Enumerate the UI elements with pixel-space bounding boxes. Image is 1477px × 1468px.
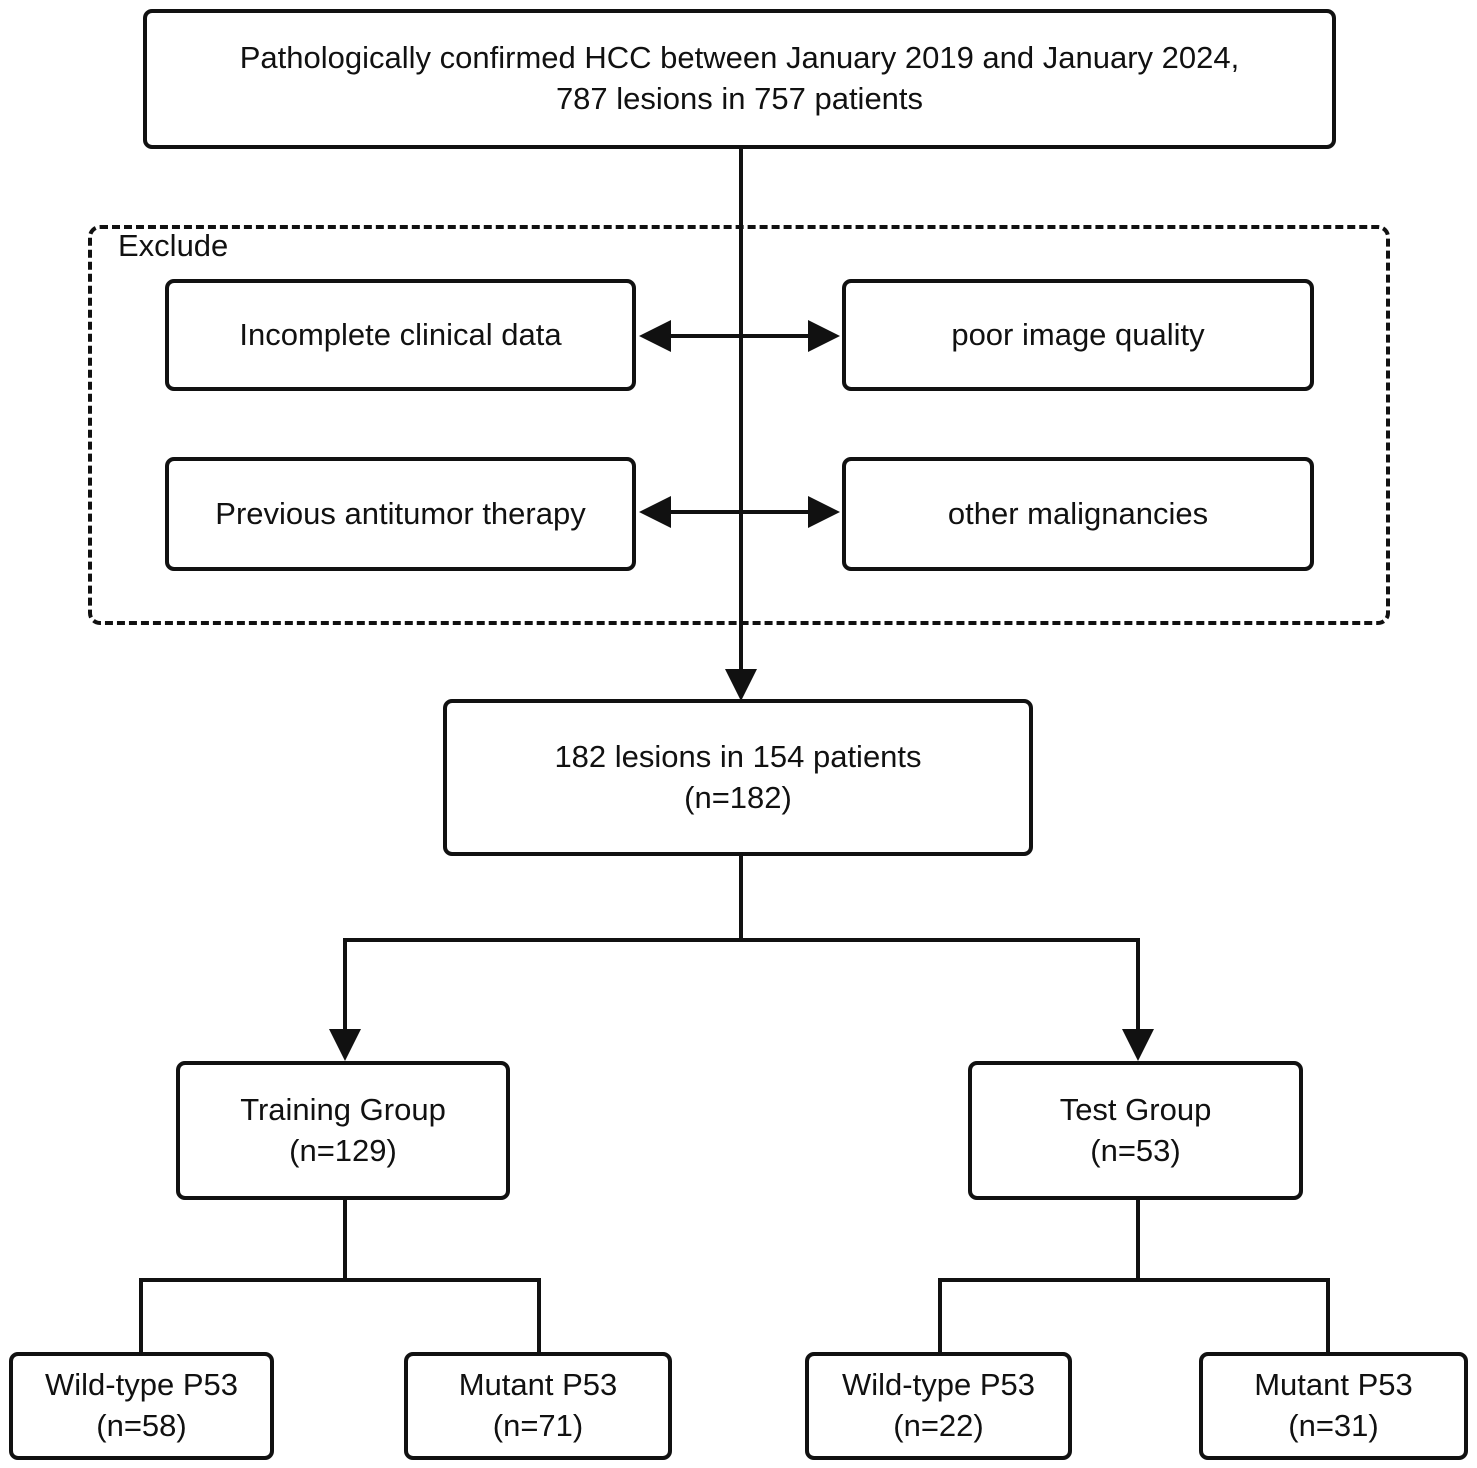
exclude-malignancies-text: other malignancies <box>947 495 1209 531</box>
training-group-box: Training Group (n=129) <box>176 1061 510 1200</box>
test-mutant-count: (n=31) <box>1288 1408 1379 1443</box>
start-line1: Pathologically confirmed HCC between Jan… <box>239 40 1240 76</box>
exclude-antitumor-text: Previous antitumor therapy <box>215 495 586 531</box>
training-group-count: (n=129) <box>289 1132 397 1168</box>
included-line2: (n=182) <box>684 779 792 815</box>
exclude-frame <box>88 225 1390 625</box>
training-wild-type-count: (n=58) <box>96 1408 187 1443</box>
exclude-label: Exclude <box>118 228 229 263</box>
start-line2: 787 lesions in 757 patients <box>555 81 924 116</box>
test-group-box: Test Group (n=53) <box>968 1061 1303 1200</box>
training-wild-type-title: Wild-type P53 <box>45 1367 238 1403</box>
training-wild-type-box: Wild-type P53 (n=58) <box>9 1352 274 1460</box>
test-group-count: (n=53) <box>1090 1132 1181 1168</box>
test-wild-type-box: Wild-type P53 (n=22) <box>805 1352 1072 1460</box>
test-mutant-title: Mutant P53 <box>1254 1367 1413 1403</box>
split-connector <box>343 855 743 1032</box>
training-mutant-count: (n=71) <box>492 1408 584 1443</box>
split-connector-right <box>741 938 1140 1032</box>
test-mutant-box: Mutant P53 (n=31) <box>1199 1352 1468 1460</box>
training-mutant-title: Mutant P53 <box>458 1367 618 1403</box>
training-split <box>139 1198 541 1352</box>
training-group-title: Training Group <box>240 1091 446 1127</box>
training-mutant-box: Mutant P53 (n=71) <box>404 1352 672 1460</box>
test-wild-type-title: Wild-type P53 <box>842 1367 1035 1403</box>
test-split <box>938 1198 1330 1352</box>
exclude-incomplete-data-box: Incomplete clinical data <box>165 279 636 391</box>
exclude-poor-quality-text: poor image quality <box>951 316 1205 352</box>
included-line1: 182 lesions in 154 patients <box>554 738 922 774</box>
test-wild-type-count: (n=22) <box>893 1408 984 1443</box>
start-box: Pathologically confirmed HCC between Jan… <box>143 9 1336 149</box>
exclude-antitumor-box: Previous antitumor therapy <box>165 457 636 571</box>
exclude-malignancies-box: other malignancies <box>842 457 1314 571</box>
exclude-incomplete-data-text: Incomplete clinical data <box>239 316 562 352</box>
test-group-title: Test Group <box>1059 1091 1212 1127</box>
included-box: 182 lesions in 154 patients (n=182) <box>443 699 1033 856</box>
exclude-poor-quality-box: poor image quality <box>842 279 1314 391</box>
